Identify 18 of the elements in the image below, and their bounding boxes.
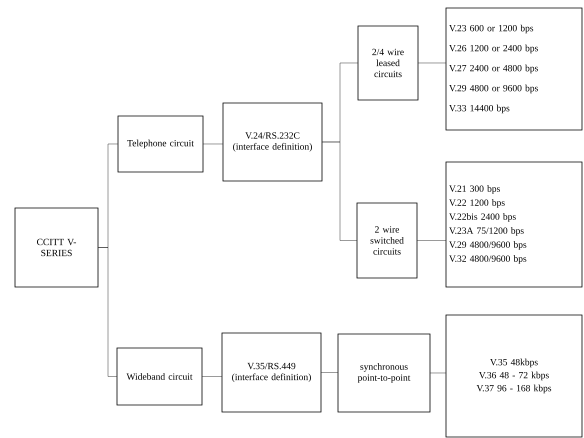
standards-list-box: V.35 48kbps V.36 48 - 72 kbps V.37 96 - 168 kbps (446, 314, 582, 438)
connector-line (98, 247, 117, 377)
root-box: CCITT V-SERIES (14, 208, 98, 288)
connector-line (202, 376, 222, 377)
standards-list-box: V.23 600 or 1200 bps V.26 1200 or 2400 bps V.27 2400 or 4800 bps V.29 4800 or 9600 bps V.33 14400 bps (446, 8, 582, 130)
connector-line (322, 142, 357, 241)
category-box: Telephone circuit (118, 116, 204, 172)
standards-list-box: V.21 300 bps V.22 1200 bps V.22bis 2400 bps V.23A 75/1200 bps V.29 4800/9600 bps V.32 4800/9600 bps (446, 162, 582, 288)
connector-line (321, 372, 338, 373)
category-box: Wideband circuit (116, 348, 202, 406)
connector-line (417, 240, 446, 241)
connector-line (418, 62, 446, 64)
connector-line (430, 372, 446, 374)
interface-box: V.35/RS.449 (interface definition) (222, 332, 322, 412)
interface-box: V.24/RS.232C (interface definition) (222, 102, 322, 182)
mode-box: synchronous point-to-point (338, 334, 430, 412)
circuit-box: 2/4 wire leased circuits (358, 26, 418, 100)
circuit-box: 2 wire switched circuits (356, 202, 418, 278)
